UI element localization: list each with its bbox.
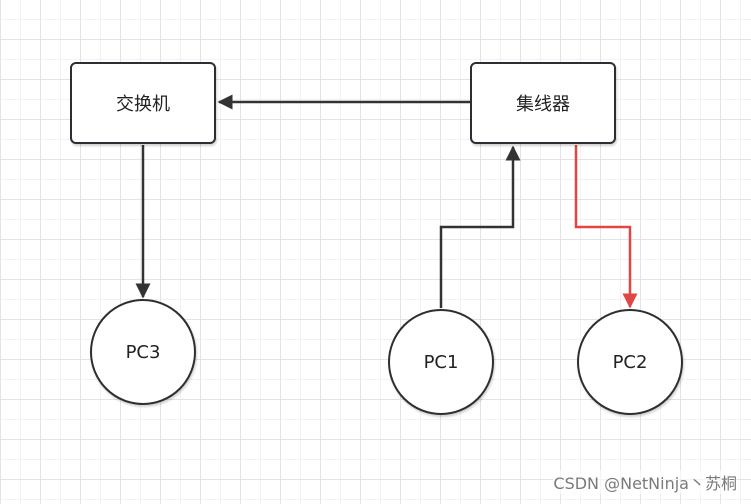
watermark-text: CSDN @NetNinja丶苏桐 — [553, 470, 737, 494]
node-pc2[interactable]: PC2 — [577, 309, 683, 415]
node-hub-label: 集线器 — [516, 94, 570, 115]
node-pc3[interactable]: PC3 — [90, 299, 196, 405]
node-pc3-label: PC3 — [125, 341, 161, 363]
node-switch-label: 交换机 — [116, 94, 170, 115]
node-pc2-label: PC2 — [612, 351, 648, 373]
node-switch[interactable]: 交换机 — [70, 62, 216, 144]
edge-pc1-to-hub[interactable] — [439, 145, 521, 308]
node-pc1-label: PC1 — [423, 351, 459, 373]
node-hub[interactable]: 集线器 — [470, 62, 616, 144]
node-pc1[interactable]: PC1 — [388, 309, 494, 415]
edge-hub-to-pc2[interactable] — [574, 145, 638, 309]
